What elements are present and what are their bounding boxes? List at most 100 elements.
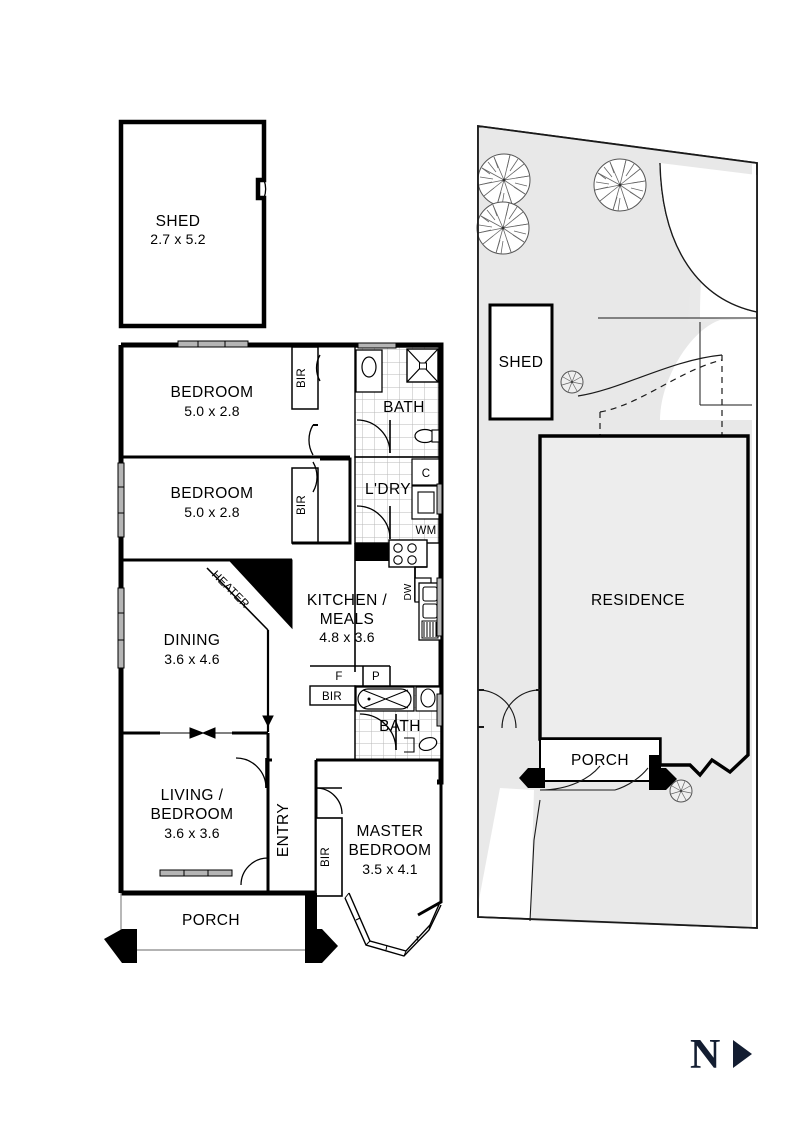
living-label-line1: LIVING /	[161, 787, 224, 804]
tree-icon-1	[477, 153, 531, 207]
window-mullions	[197, 341, 226, 347]
master-dimensions: 3.5 x 4.1	[362, 861, 418, 877]
north-letter: N	[690, 1032, 720, 1078]
bedroom-1-hall-door-swing	[315, 354, 321, 382]
detached-shed: SHED 2.7 x 5.2	[118, 119, 267, 329]
pantry-label: P	[372, 671, 380, 683]
tree-icon-3	[593, 158, 647, 212]
bedroom-2-robe	[291, 467, 319, 544]
bir-label-3: BIR	[322, 691, 342, 703]
living-window	[159, 869, 233, 877]
bedroom-2-door-swing	[312, 461, 318, 493]
master-bedroom: BIR MASTER BEDROOM 3.5 x 4.1	[314, 758, 443, 957]
front-path-curve-2	[614, 767, 649, 791]
site-curved-path	[577, 354, 723, 397]
sink-bowl-2	[422, 603, 438, 619]
entry-label: ENTRY	[275, 803, 292, 857]
bedroom-2-dimensions: 5.0 x 2.8	[184, 504, 240, 520]
master-bedroom-walls	[316, 758, 443, 917]
shed-outline	[118, 119, 267, 329]
master-robe	[315, 817, 343, 897]
neighbour-door-swing-1	[477, 689, 517, 729]
paving-white	[660, 320, 757, 420]
laundry-label: L'DRY	[365, 481, 411, 498]
heater-wedge	[227, 559, 293, 630]
window-mullions-4	[183, 870, 209, 876]
kitchen-window	[436, 577, 443, 637]
site-plan-drawing: SHED RESIDENCE PORCH	[476, 124, 758, 929]
site-porch-label: PORCH	[571, 752, 629, 769]
cupboard-label: C	[422, 468, 431, 480]
site-residence: RESIDENCE	[538, 434, 750, 778]
washing-machine-label: WM	[415, 525, 436, 537]
shed-label: SHED	[156, 213, 201, 230]
bay-window	[344, 892, 442, 957]
shower-waste-icon	[419, 362, 427, 370]
laundry-trough	[417, 491, 435, 514]
living-bedroom: LIVING / BEDROOM 3.6 x 3.6	[151, 733, 272, 893]
front-toilet-cistern	[404, 737, 415, 753]
front-path-edge	[529, 799, 541, 922]
porch-post-left	[104, 929, 137, 963]
front-bir	[309, 685, 356, 706]
living-dimensions: 3.6 x 3.6	[164, 825, 220, 841]
toilet-cistern-icon	[431, 429, 440, 443]
bath-waste-icon	[367, 697, 371, 701]
bedroom-2: BIR BEDROOM 5.0 x 2.8	[117, 457, 352, 545]
site-porch-post-right-wall	[649, 755, 661, 775]
north-arrow-icon	[733, 1040, 752, 1068]
porch-front: PORCH	[104, 893, 338, 963]
bir-label-2: BIR	[296, 495, 308, 515]
heater-diagonal-wall	[206, 567, 269, 631]
shed-door-swing	[263, 179, 267, 199]
bedroom-1: BIR BEDROOM 5.0 x 2.8	[121, 340, 350, 459]
dining-window	[117, 587, 125, 669]
kitchen-label-line2: MEALS	[320, 611, 375, 628]
burner-4-icon	[407, 555, 417, 565]
dishwasher-label: DW	[403, 583, 414, 600]
site-shed: SHED	[488, 303, 554, 421]
north-indicator: N	[690, 1032, 752, 1078]
fridge-label: F	[335, 671, 342, 683]
kitchen-label-line1: KITCHEN /	[307, 592, 388, 609]
tree-icon-5	[669, 779, 693, 803]
bedroom-2-label: BEDROOM	[171, 485, 254, 502]
site-boundary-inner	[699, 322, 752, 406]
site-boundary-top	[477, 124, 758, 929]
bir-label-1: BIR	[296, 368, 308, 388]
bedroom-2-window	[117, 462, 125, 538]
shed-dimensions: 2.7 x 5.2	[150, 231, 206, 247]
front-toilet-icon	[418, 736, 438, 752]
laundry: C WM L'DRY	[354, 456, 443, 544]
opening-arrow-down	[262, 712, 274, 728]
burner-1-icon	[393, 543, 403, 553]
laundry-window	[436, 483, 443, 515]
site-shed-outline	[488, 303, 554, 421]
porch-label: PORCH	[182, 912, 240, 929]
tree-icon-4	[560, 370, 584, 394]
hall-wall-east	[292, 457, 352, 545]
bir-label-4: BIR	[320, 847, 332, 867]
site-porch: PORCH	[519, 738, 677, 790]
driveway-white-top	[660, 163, 757, 312]
entry-door-swing	[240, 857, 269, 886]
porch-post-right	[305, 929, 338, 963]
floor-plan-drawing: SHED 2.7 x 5.2	[104, 119, 444, 963]
site-porch-outline	[539, 738, 661, 782]
burner-2-icon	[407, 543, 417, 553]
front-bathroom: BIR BATH	[309, 685, 443, 761]
front-bath-label: BATH	[379, 718, 421, 735]
fridge-pantry-bench	[310, 665, 391, 686]
bedroom-1-dimensions: 5.0 x 2.8	[184, 403, 240, 419]
rear-bath-window	[357, 342, 397, 349]
neighbour-door-swing-2	[501, 689, 541, 729]
bedroom-1-robe	[291, 346, 319, 410]
tree-icon-2	[476, 201, 530, 255]
dining-label: DINING	[164, 632, 221, 649]
front-basin-icon	[420, 688, 436, 708]
master-label-line1: MASTER	[357, 823, 424, 840]
site-curved-path-dashed	[599, 359, 723, 413]
sink-bowl-1	[422, 586, 438, 602]
living-label-line2: BEDROOM	[151, 806, 234, 823]
